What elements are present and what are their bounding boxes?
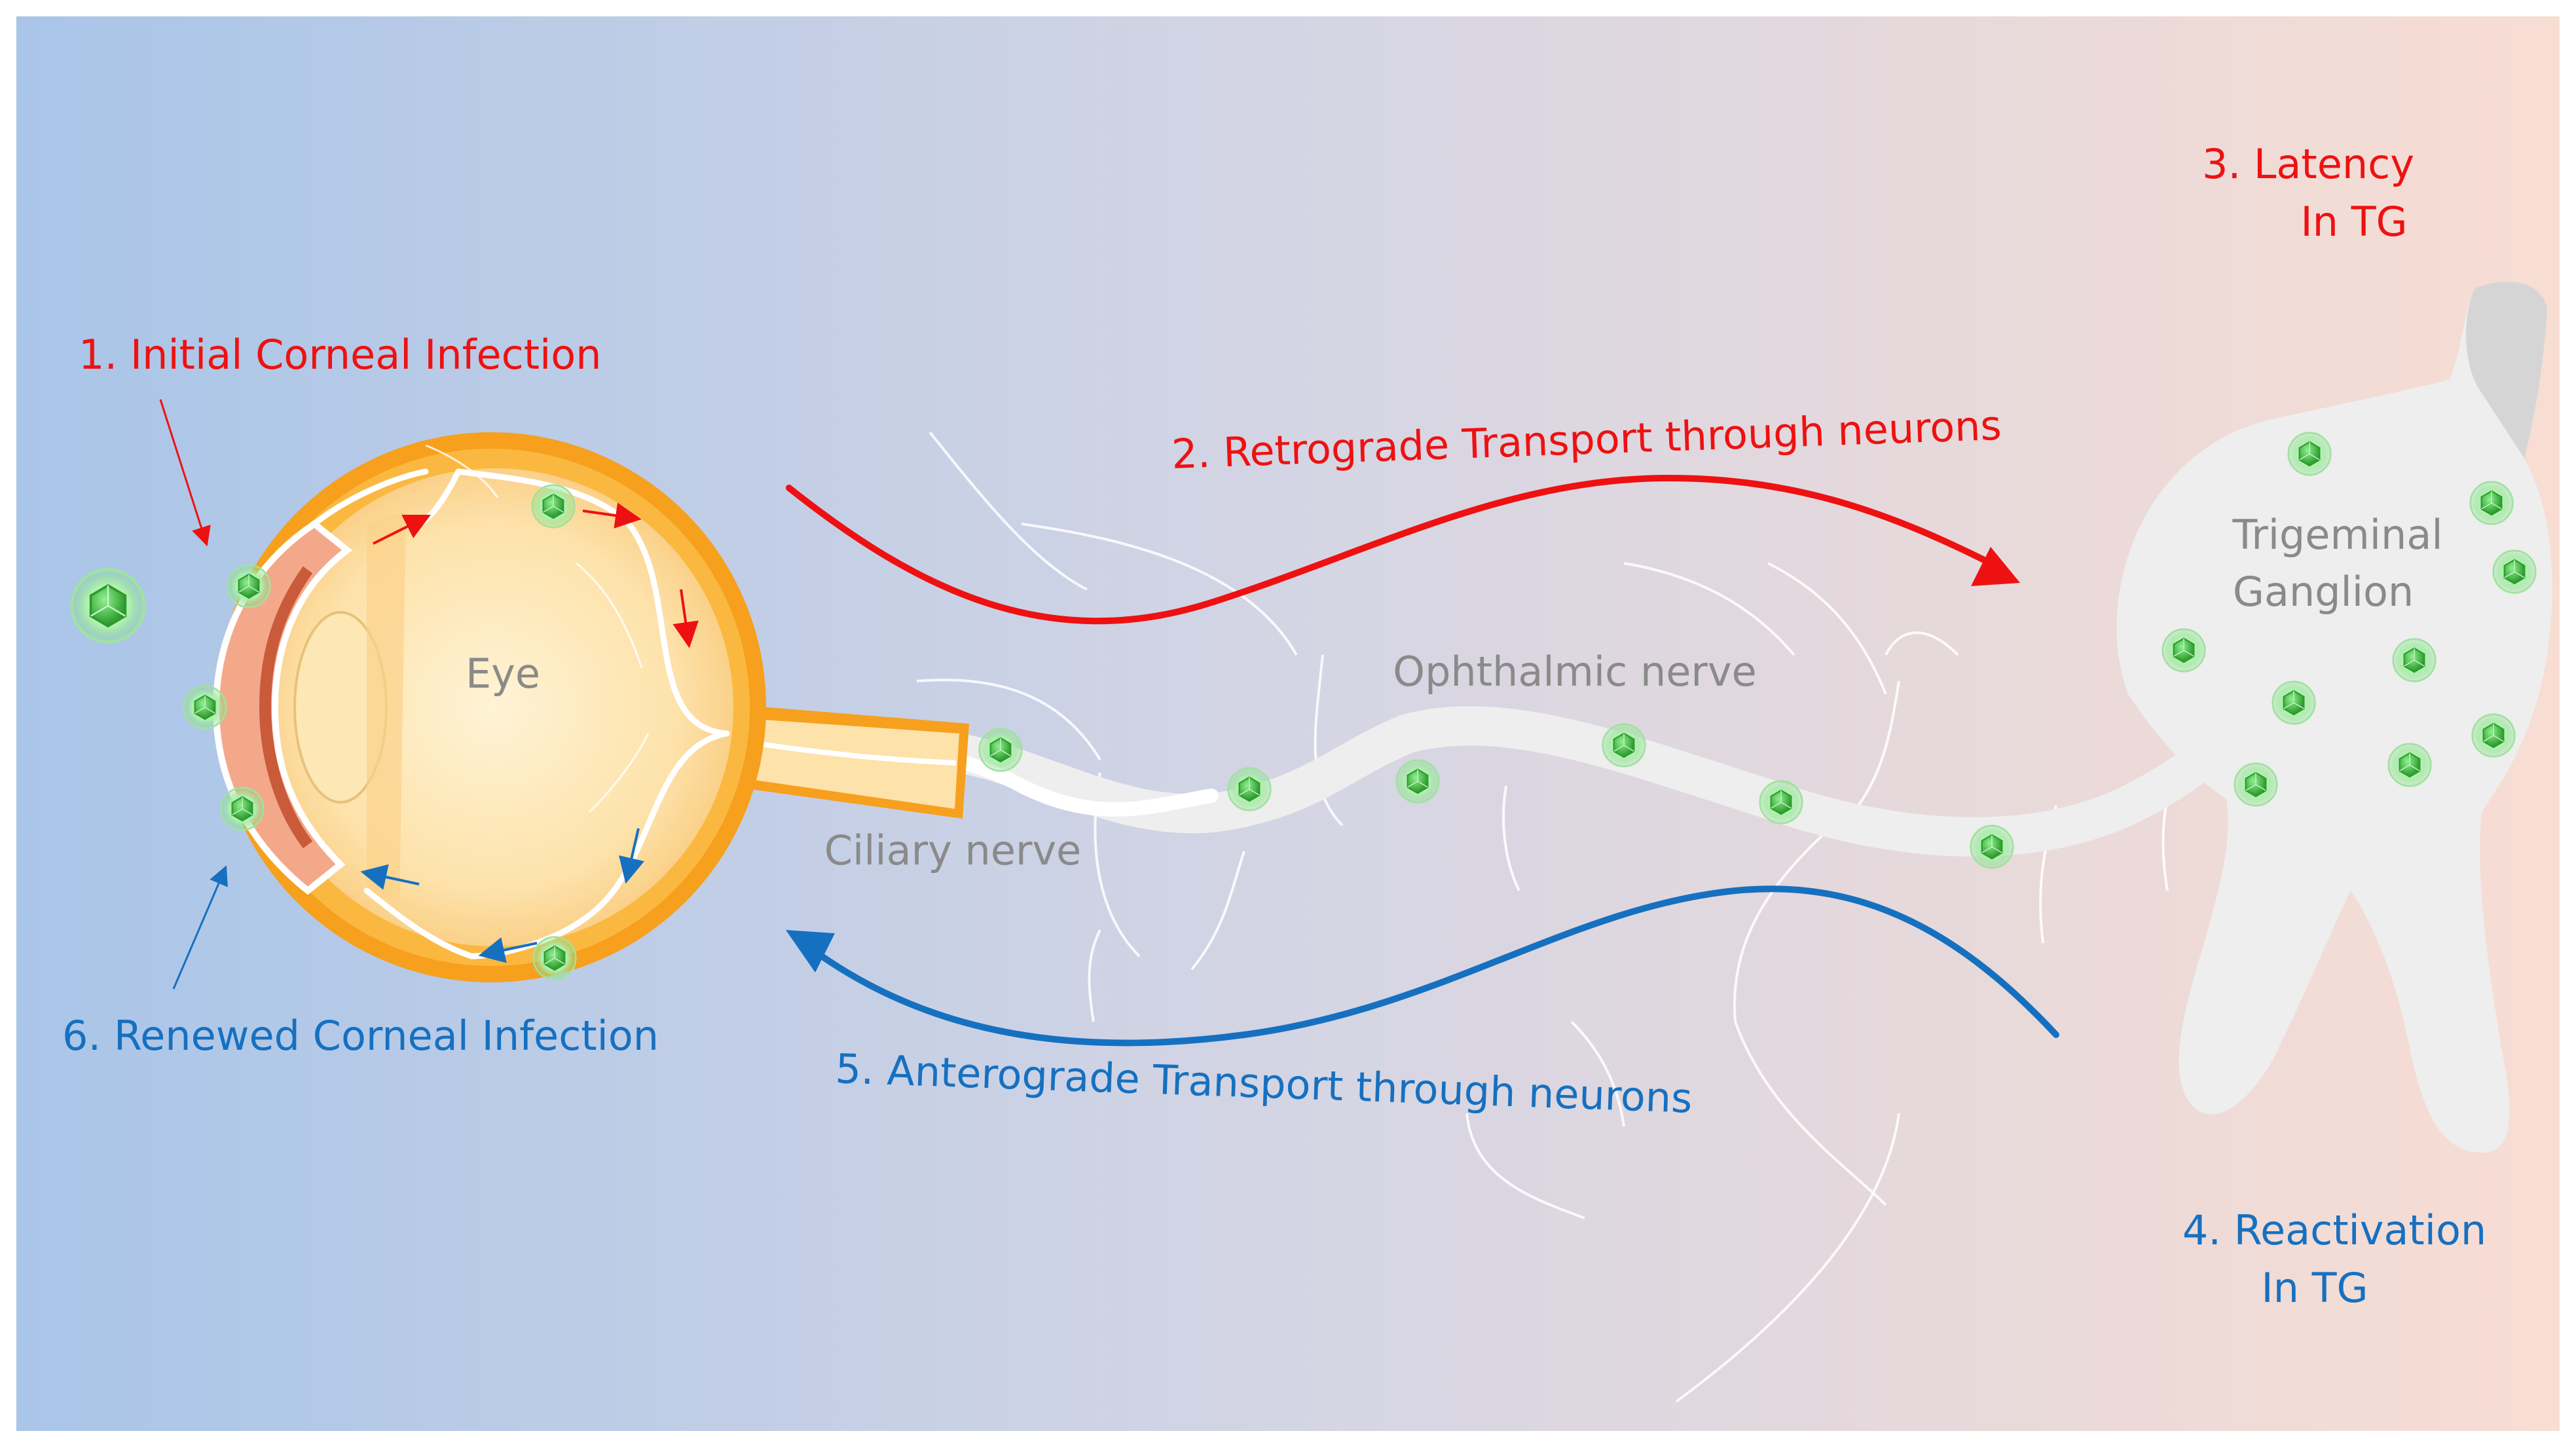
step6-pointer-arrow — [172, 865, 228, 990]
virus-icon — [2471, 713, 2516, 758]
virus-icon — [2287, 432, 2332, 476]
anterograde-arrowhead — [786, 930, 835, 973]
virus-icon — [1759, 780, 1803, 825]
virus-icon — [2162, 628, 2206, 673]
step3-label-line2: In TG — [2300, 198, 2407, 246]
step1-pointer-arrow — [159, 399, 211, 547]
virus-icon — [1395, 759, 1440, 804]
step4-label-line2: In TG — [2261, 1264, 2368, 1312]
virus-icon — [531, 484, 576, 529]
virus-icon — [2272, 680, 2316, 725]
virus-icon — [72, 570, 144, 642]
retrograde-arrowhead — [1971, 547, 2020, 586]
virus-icon — [183, 685, 227, 730]
anterograde-arrow — [819, 885, 2059, 1047]
virus-icon — [2492, 549, 2537, 594]
virus-icon — [532, 936, 577, 980]
ophthalmic-nerve-label: Ophthalmic nerve — [1393, 648, 1756, 696]
virus-icon — [1970, 825, 2014, 869]
step4-label-line1: 4. Reactivation — [2182, 1206, 2486, 1254]
step6-label: 6. Renewed Corneal Infection — [62, 1012, 659, 1060]
virus-icon — [2387, 743, 2432, 787]
trigeminal-ganglion-label-line1: Trigeminal — [2232, 511, 2442, 559]
virus-icon — [1227, 767, 1272, 811]
virus-icon — [1602, 723, 1646, 768]
trigeminal-ganglion — [2116, 282, 2552, 1153]
eye-illustration — [212, 432, 969, 982]
virus-icon — [978, 728, 1023, 772]
virus-icon — [2469, 481, 2514, 525]
trigeminal-ganglion-label-line2: Ganglion — [2233, 568, 2414, 616]
virus-icon — [220, 787, 265, 831]
ciliary-nerve-label: Ciliary nerve — [824, 826, 1082, 874]
virus-icon — [2392, 638, 2437, 682]
step1-label: 1. Initial Corneal Infection — [79, 331, 602, 379]
virus-icon — [2234, 762, 2278, 807]
retrograde-arrow — [786, 474, 1994, 625]
virus-icon — [227, 564, 271, 608]
eye-label: Eye — [466, 650, 540, 697]
step3-label-line1: 3. Latency — [2202, 140, 2414, 188]
nerve-fibers — [916, 431, 2175, 1403]
